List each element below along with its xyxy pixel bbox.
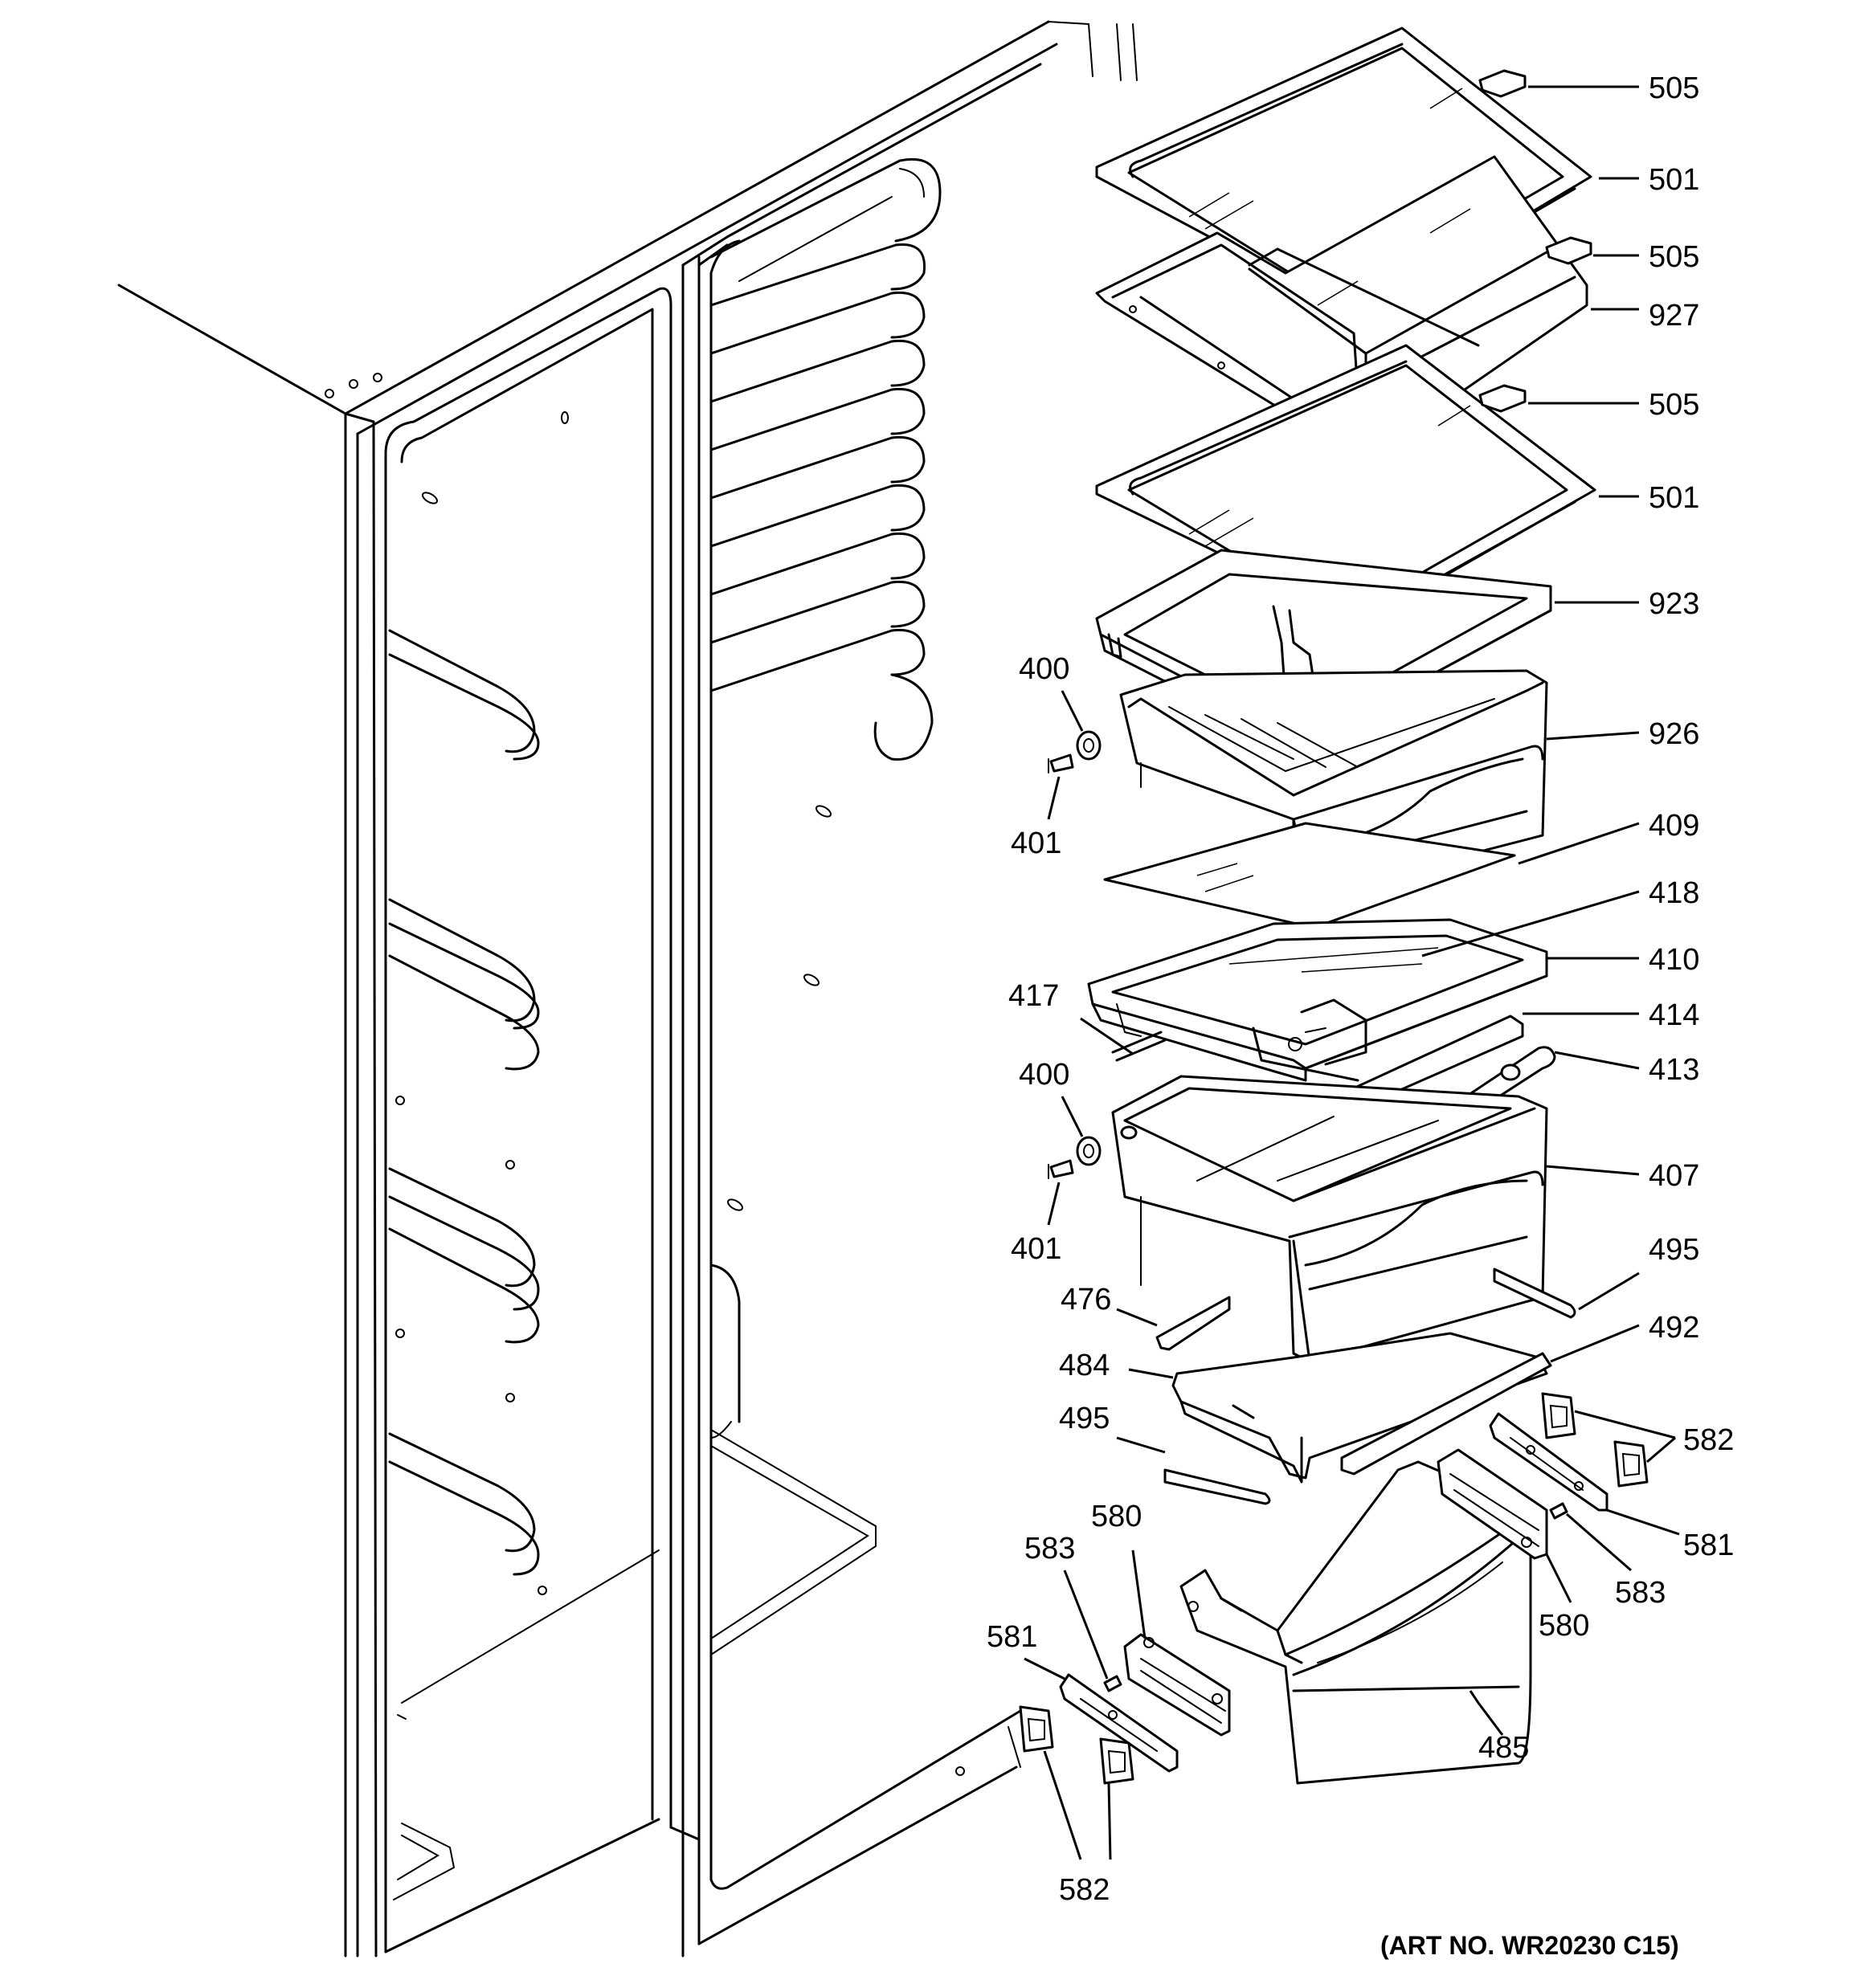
part-582-clip-right-a — [1541, 1392, 1576, 1439]
callout-409: 409 — [1649, 809, 1699, 843]
callout-580a: 580 — [1091, 1500, 1142, 1533]
callout-492: 492 — [1649, 1311, 1699, 1345]
callout-505a: 505 — [1649, 71, 1699, 105]
callout-414: 414 — [1649, 998, 1699, 1032]
callout-400b: 400 — [1019, 1058, 1069, 1092]
callout-495a: 495 — [1649, 1233, 1699, 1267]
cabinet-shelf-rails-right — [709, 157, 942, 761]
part-485-drawer — [1179, 1460, 1532, 1785]
callout-501b: 501 — [1649, 481, 1699, 515]
door-shelf-rails-left — [388, 629, 540, 1576]
part-505-clip-b — [1545, 236, 1592, 265]
callout-484: 484 — [1059, 1349, 1110, 1382]
callout-401a: 401 — [1011, 827, 1061, 860]
callout-926: 926 — [1649, 717, 1699, 751]
part-583-screw-left — [1103, 1675, 1122, 1692]
part-401-screw-upper — [1048, 753, 1074, 774]
part-582-clip-left-a — [1019, 1705, 1054, 1753]
part-401-screw-lower — [1048, 1159, 1074, 1179]
callout-407: 407 — [1649, 1159, 1699, 1193]
callout-495b: 495 — [1059, 1402, 1110, 1435]
art-number: (ART NO. WR20230 C15) — [1380, 1931, 1679, 1960]
refrigerator-cabinet — [117, 20, 1138, 1957]
callout-413: 413 — [1649, 1053, 1699, 1087]
callout-582a: 582 — [1683, 1423, 1734, 1457]
callout-476: 476 — [1061, 1283, 1111, 1316]
callout-485: 485 — [1478, 1731, 1529, 1765]
part-407-drawer — [1111, 1075, 1548, 1363]
part-495-rail-upper — [1493, 1268, 1576, 1319]
callout-418: 418 — [1649, 876, 1699, 910]
callout-583a: 583 — [1024, 1532, 1075, 1565]
part-580-slide-left — [1123, 1633, 1231, 1737]
part-409-glass-panel — [1103, 822, 1516, 929]
part-505-clip-a — [1478, 69, 1527, 98]
callout-401b: 401 — [1011, 1232, 1061, 1266]
part-417-rod — [1111, 1031, 1167, 1062]
part-410-frame — [1087, 918, 1548, 1082]
callout-505b: 505 — [1649, 240, 1699, 274]
callout-400a: 400 — [1019, 652, 1069, 686]
part-418-glass-inset — [1228, 947, 1439, 973]
callout-417: 417 — [1008, 979, 1059, 1013]
callout-581a: 581 — [1683, 1529, 1734, 1562]
part-581-slide-left — [1059, 1673, 1179, 1773]
callout-501a: 501 — [1649, 163, 1699, 197]
part-582-clip-left-b — [1099, 1737, 1134, 1785]
part-400-grommet-lower — [1076, 1136, 1102, 1166]
callout-410: 410 — [1649, 943, 1699, 977]
callout-581b: 581 — [987, 1620, 1037, 1654]
part-582-clip-right-b — [1613, 1440, 1649, 1488]
callout-505c: 505 — [1649, 388, 1699, 422]
part-492-strip — [1340, 1352, 1552, 1476]
part-400-grommet-upper — [1076, 730, 1102, 761]
leader-lines — [1024, 85, 1680, 1860]
part-484-cover — [1171, 1332, 1548, 1484]
callout-583b: 583 — [1615, 1576, 1666, 1610]
part-583-screw-right — [1549, 1502, 1568, 1520]
part-495-rail-lower — [1163, 1468, 1271, 1505]
callout-927: 927 — [1649, 299, 1699, 333]
callout-582b: 582 — [1059, 1873, 1110, 1907]
callout-923: 923 — [1649, 587, 1699, 621]
part-505-clip-c — [1478, 384, 1527, 413]
callout-580b: 580 — [1539, 1609, 1589, 1643]
part-476-rail — [1155, 1296, 1231, 1351]
callout-labels: 505 501 505 927 505 501 923 400 926 401 … — [987, 71, 1734, 1907]
